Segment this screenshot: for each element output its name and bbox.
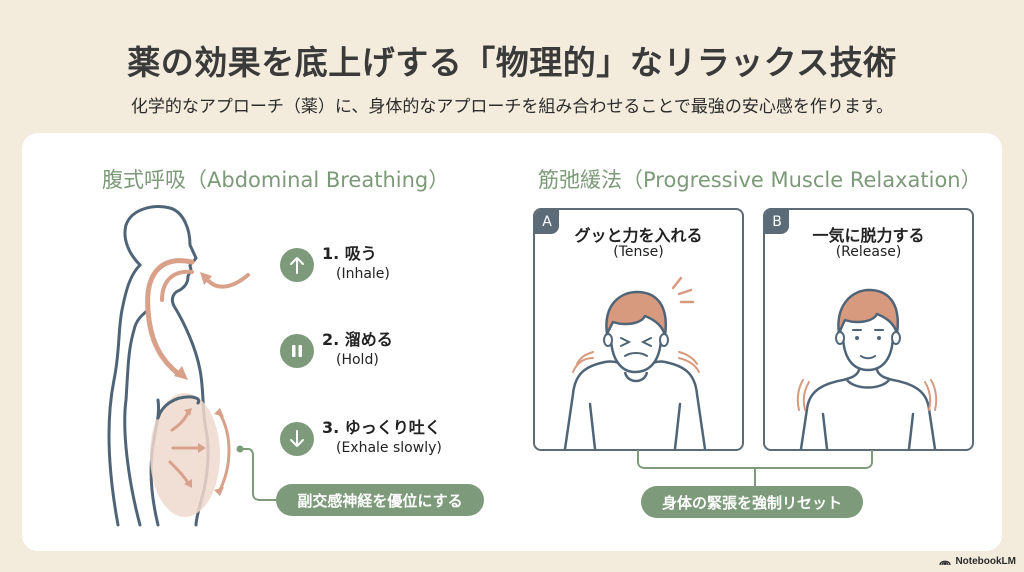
panel-badge: A [535, 210, 559, 234]
step-hold: 2. 溜める (Hold) [280, 330, 393, 370]
arrow-down-icon [280, 422, 314, 456]
step-label: 3. ゆっくり吐く [322, 418, 441, 437]
step-label: 1. 吸う [322, 244, 377, 263]
step-sublabel: (Exhale slowly) [336, 440, 442, 456]
breathing-body-illustration [107, 205, 285, 527]
parasympathetic-pill: 副交感神経を優位にする [276, 484, 484, 516]
panel-label: グッと力を入れる [574, 226, 703, 245]
abdominal-breathing-title: 腹式呼吸（Abdominal Breathing） [102, 168, 450, 192]
panel-sublabel: (Tense) [613, 244, 664, 260]
tension-reset-pill: 身体の緊張を強制リセット [641, 486, 863, 518]
notebooklm-logo-icon [939, 560, 952, 566]
panel-badge: B [765, 210, 789, 234]
page-subtitle: 化学的なアプローチ（薬）に、身体的なアプローチを組み合わせることで最強の安心感を… [130, 97, 894, 117]
relaxed-person-illustration [796, 288, 938, 449]
step-sublabel: (Hold) [336, 352, 379, 368]
brand-label: NotebookLM [955, 556, 1016, 567]
panel-tense: A グッと力を入れる (Tense) [533, 208, 744, 451]
muscle-relaxation-title: 筋弛緩法（Progressive Muscle Relaxation） [538, 168, 982, 192]
step-inhale: 1. 吸う (Inhale) [280, 244, 390, 284]
step-exhale: 3. ゆっくり吐く (Exhale slowly) [280, 418, 442, 458]
page-title: 薬の効果を底上げする「物理的」なリラックス技術 [127, 43, 897, 82]
panel-release: B 一気に脱力する (Release) [763, 208, 974, 451]
tense-person-illustration [563, 276, 707, 449]
step-label: 2. 溜める [322, 330, 393, 349]
notebooklm-brand: NotebookLM [939, 556, 1016, 567]
panel-label: 一気に脱力する [812, 226, 925, 245]
pause-icon [280, 334, 314, 368]
panel-sublabel: (Release) [835, 244, 902, 260]
bracket-connector [637, 450, 873, 486]
step-sublabel: (Inhale) [336, 266, 390, 282]
arrow-up-icon [280, 248, 314, 282]
